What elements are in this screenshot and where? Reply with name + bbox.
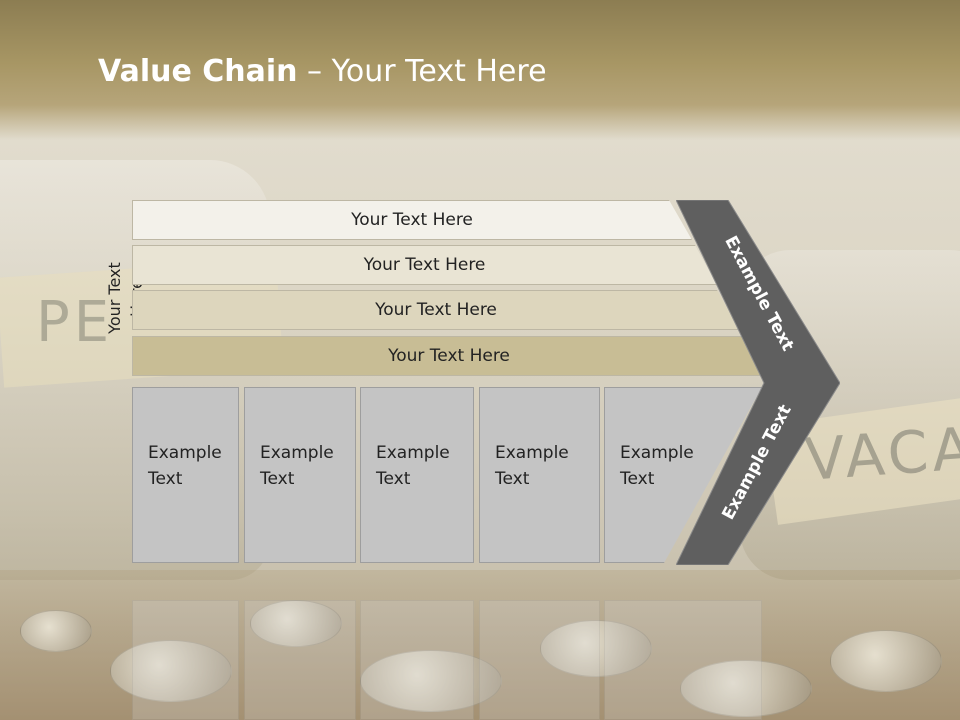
coin [680,660,812,717]
coin [360,650,502,712]
primary-box-5-line2: Text [620,469,655,489]
reflection-box [132,600,239,720]
primary-box-4: Example Text [479,387,600,563]
reflection-box [604,600,762,720]
primary-box-3: Example Text [360,387,474,563]
primary-box-1: Example Text [132,387,239,563]
header-band [0,0,960,140]
reflection-box [360,600,474,720]
reflection [0,563,960,720]
primary-box-4-line1: Example [495,443,569,463]
slide-title-bold: Value Chain [98,54,298,89]
slide-title-rest: – Your Text Here [297,54,547,89]
coin [250,600,342,647]
support-row-3-label: Your Text Here [375,300,497,320]
primary-box-1-line1: Example [148,443,222,463]
reflection-box [479,600,600,720]
primary-box-3-line2: Text [376,469,411,489]
primary-box-5-line1: Example [620,443,694,463]
support-row-3: Your Text Here [132,290,740,330]
support-row-2-label: Your Text Here [363,255,486,275]
support-row-4-label: Your Text Here [388,346,510,366]
value-chain-arrow [676,200,840,565]
coin [830,630,942,692]
coin [110,640,232,702]
coin [20,610,92,652]
background-jar-left-text: PE [36,290,114,355]
support-row-1: Your Text Here [132,200,692,240]
primary-box-2-line2: Text [260,469,295,489]
vertical-label: Your Text Here [105,262,146,334]
primary-box-2-line1: Example [260,443,334,463]
primary-box-3-line1: Example [376,443,450,463]
slide-title: Value Chain – Your Text Here [98,54,547,89]
primary-box-1-line2: Text [148,469,183,489]
coin [540,620,652,677]
primary-box-2: Example Text [244,387,356,563]
background-coins [0,570,960,720]
primary-box-4-line2: Text [495,469,530,489]
support-row-4: Your Text Here [132,336,766,376]
reflection-box [244,600,356,720]
support-row-2: Your Text Here [132,245,717,285]
support-row-1-label: Your Text Here [351,210,473,230]
